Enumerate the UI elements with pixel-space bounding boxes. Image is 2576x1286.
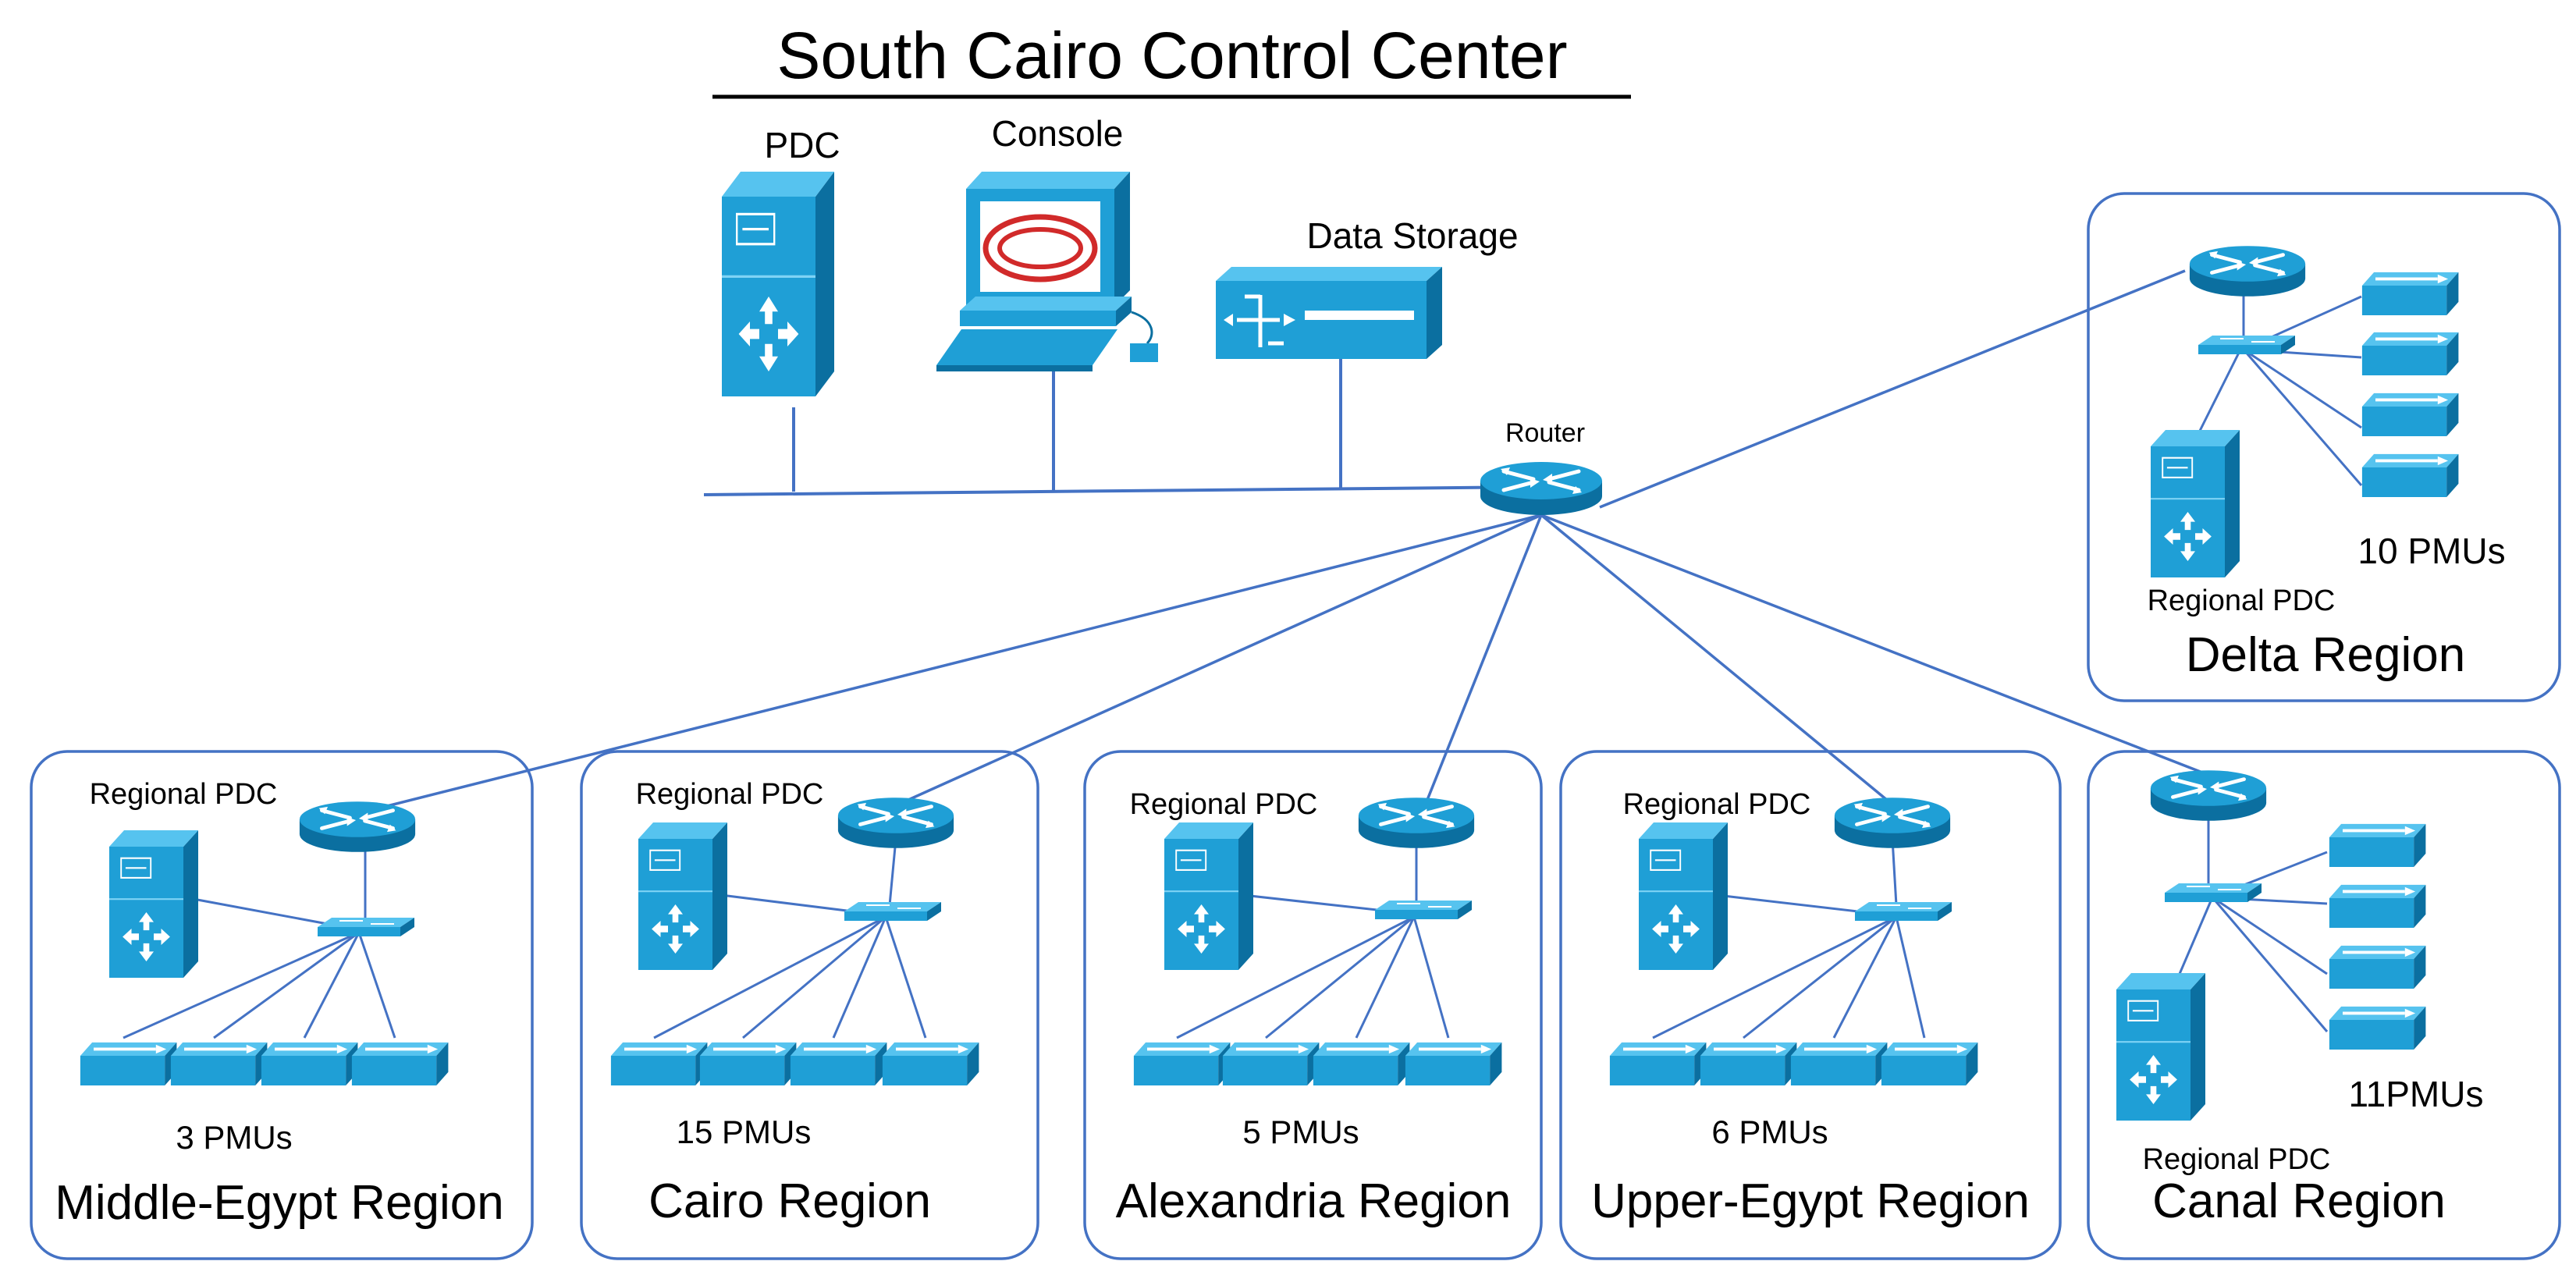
central-router-icon — [1480, 462, 1602, 515]
region-name: Delta Region — [2186, 628, 2465, 682]
region-alexandria: Regional PDC 5 PMUs Alexandria Region — [1083, 750, 1543, 1260]
storage-icon — [1216, 267, 1442, 359]
region-border — [30, 750, 534, 1260]
regional-pdc-server-icon — [1637, 821, 1729, 972]
pmu-icon — [2360, 270, 2461, 317]
lan-bus — [703, 359, 1544, 496]
regional-router-icon — [838, 798, 954, 848]
region-canal: 11PMUs Regional PDC Canal Region — [2087, 750, 2561, 1260]
pmu-icon — [169, 1041, 269, 1087]
region-border — [580, 750, 1039, 1260]
pmu-count: 6 PMUs — [1711, 1114, 1828, 1150]
region-delta: 10 PMUs Regional PDC Delta Region — [2087, 192, 2561, 702]
pmu-icon — [2327, 883, 2428, 929]
pmu-icon — [2360, 391, 2461, 438]
regional-switch-icon — [2164, 883, 2262, 903]
storage-label: Data Storage — [1306, 215, 1518, 256]
pmu-icon — [1221, 1041, 1321, 1087]
regional-router-icon — [2151, 770, 2266, 821]
pdc-label: PDC — [764, 125, 840, 165]
data-storage: Data Storage — [1216, 215, 1519, 359]
region-border — [2087, 750, 2561, 1260]
pmu-icon — [1879, 1041, 1980, 1087]
regional-pdc-label: Regional PDC — [1130, 788, 1318, 821]
pmu-count: 3 PMUs — [176, 1119, 292, 1156]
pmu-count: 5 PMUs — [1242, 1114, 1359, 1150]
pmu-icon — [1404, 1041, 1504, 1087]
regional-router-icon — [2190, 246, 2305, 297]
regional-switch-icon — [1854, 901, 1952, 922]
regional-pdc-server-icon — [1163, 821, 1255, 972]
regional-switch-icon — [1374, 900, 1473, 920]
regional-router-icon — [1835, 798, 1950, 848]
region-border — [1083, 750, 1543, 1260]
regional-pdc-label: Regional PDC — [2143, 1143, 2331, 1176]
pmu-icon — [698, 1041, 798, 1087]
pmu-icon — [609, 1041, 709, 1087]
regional-pdc-server-icon — [2115, 972, 2207, 1122]
pmu-icon — [789, 1041, 889, 1087]
regional-pdc-server-icon — [2149, 428, 2241, 579]
region-border — [1559, 750, 2062, 1260]
regional-pdc-label: Regional PDC — [636, 778, 824, 811]
regional-switch-icon — [844, 901, 942, 922]
region-name: Middle-Egypt Region — [55, 1176, 504, 1230]
pmu-icon — [2360, 330, 2461, 377]
region-cairo: Regional PDC 15 PMUs Cairo Region — [580, 750, 1039, 1260]
pmu-icon — [1789, 1041, 1889, 1087]
regional-router-icon — [1359, 798, 1474, 848]
regional-router-icon — [300, 801, 415, 852]
pmu-icon — [350, 1041, 450, 1087]
region-name: Alexandria Region — [1116, 1174, 1512, 1228]
regional-pdc-label: Regional PDC — [2148, 584, 2336, 617]
pmu-icon — [259, 1041, 360, 1087]
pmu-icon — [881, 1041, 981, 1087]
region-middle-egypt: Regional PDC 3 PMUs Middle-Egypt Region — [30, 750, 534, 1260]
regional-pdc-server-icon — [108, 829, 200, 979]
region-name: Canal Region — [2152, 1174, 2446, 1228]
pmu-icon — [1698, 1041, 1799, 1087]
regional-switch-icon — [2198, 335, 2296, 355]
regional-pdc-label: Regional PDC — [1623, 788, 1811, 821]
pmu-icon — [1132, 1041, 1232, 1087]
console-label: Console — [992, 113, 1124, 154]
console: Console — [936, 113, 1158, 371]
pdc-server-icon — [720, 170, 836, 398]
central-pdc: PDC — [720, 125, 840, 398]
page-title: South Cairo Control Center — [776, 19, 1567, 92]
region-upper-egypt: Regional PDC 6 PMUs Upper-Egypt Region — [1559, 750, 2062, 1260]
pmu-icon — [1608, 1041, 1708, 1087]
pmu-icon — [1312, 1041, 1412, 1087]
region-name: Upper-Egypt Region — [1591, 1174, 2030, 1228]
pmu-count: 11PMUs — [2349, 1074, 2484, 1114]
pmu-count: 10 PMUs — [2357, 531, 2505, 571]
pmu-icon — [2327, 1005, 2428, 1051]
pmu-icon — [2360, 453, 2461, 499]
pmu-icon — [2327, 944, 2428, 990]
pmu-icon — [78, 1041, 179, 1087]
pmu-icon — [2327, 822, 2428, 869]
pmu-count: 15 PMUs — [677, 1114, 812, 1150]
region-name: Cairo Region — [648, 1174, 931, 1228]
router-label: Router — [1505, 418, 1585, 448]
router-uplinks — [364, 269, 2209, 813]
regional-switch-icon — [317, 917, 415, 937]
region-border — [2087, 192, 2561, 702]
computer-icon — [936, 172, 1158, 371]
regional-pdc-label: Regional PDC — [90, 778, 278, 811]
regional-pdc-server-icon — [637, 821, 729, 972]
